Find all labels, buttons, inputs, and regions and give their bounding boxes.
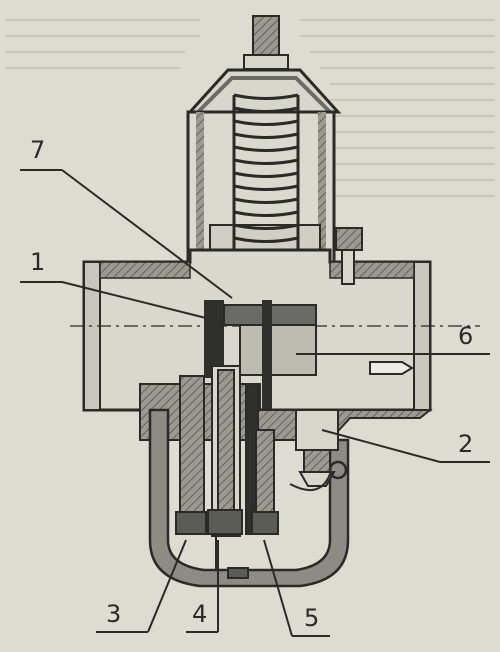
- jet-assembly: [175, 365, 279, 570]
- choke-tube: [335, 227, 363, 285]
- callout-2: 2: [458, 430, 474, 458]
- leader-lines: [20, 169, 490, 637]
- background-texture: [5, 19, 495, 197]
- callout-3: 3: [106, 600, 122, 628]
- callout-7: 7: [30, 136, 46, 164]
- callout-4: 4: [192, 600, 208, 628]
- float-bowl: [148, 408, 350, 588]
- callout-5: 5: [304, 604, 320, 632]
- drain-plug: [227, 567, 249, 579]
- callout-1: 1: [30, 248, 46, 276]
- needle-valve: [289, 409, 348, 492]
- air-passage: [369, 361, 414, 375]
- callout-6: 6: [458, 322, 474, 350]
